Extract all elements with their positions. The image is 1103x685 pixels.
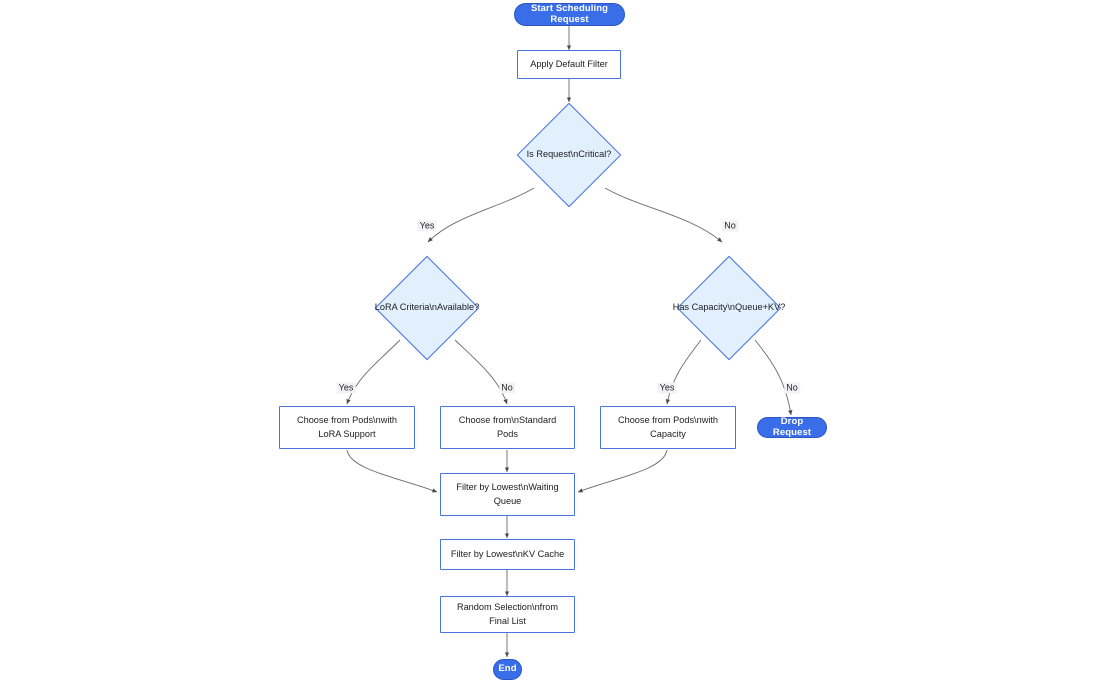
node-choose-standard-pods-line1: Choose from\nStandard bbox=[458, 415, 557, 426]
node-end[interactable]: End bbox=[493, 659, 522, 680]
node-filter-waiting-queue[interactable]: Filter by Lowest\nWaiting Queue bbox=[440, 473, 575, 516]
edge-label-critical-no: No bbox=[722, 220, 738, 232]
node-choose-pods-lora[interactable]: Choose from Pods\nwith LoRA Support bbox=[279, 406, 415, 449]
node-is-request-critical-label: Is Request\nCritical? bbox=[526, 149, 612, 160]
edge-choose-capacity-to-filter-queue bbox=[577, 449, 668, 493]
node-drop-request[interactable]: Drop Request bbox=[757, 415, 827, 438]
edge-lora-no-to-standard bbox=[454, 339, 508, 405]
node-lora-criteria-available-label: LoRA Criteria\nAvailable? bbox=[374, 302, 480, 313]
edge-label-critical-yes: Yes bbox=[417, 220, 437, 232]
node-apply-default-filter[interactable]: Apply Default Filter bbox=[517, 50, 621, 79]
node-drop-request-label: Drop Request bbox=[772, 415, 812, 438]
node-filter-waiting-queue-line1: Filter by Lowest\nWaiting bbox=[456, 482, 559, 493]
node-lora-criteria-available[interactable]: LoRA Criteria\nAvailable? bbox=[374, 255, 480, 361]
node-random-selection-line1: Random Selection\nfrom bbox=[456, 602, 559, 613]
edge-choose-lora-to-filter-queue bbox=[346, 449, 438, 493]
node-choose-standard-pods[interactable]: Choose from\nStandard Pods bbox=[440, 406, 575, 449]
edge-critical-yes-to-lora bbox=[427, 187, 535, 243]
node-filter-kv-cache[interactable]: Filter by Lowest\nKV Cache bbox=[440, 539, 575, 570]
edge-label-capacity-yes: Yes bbox=[657, 382, 677, 394]
node-random-selection-line2: Final List bbox=[489, 615, 526, 626]
edge-label-lora-no: No bbox=[499, 382, 515, 394]
node-start-label: Start Scheduling Request bbox=[530, 2, 609, 25]
edge-lora-yes-to-choose-lora bbox=[346, 339, 401, 405]
node-filter-kv-cache-label: Filter by Lowest\nKV Cache bbox=[450, 548, 565, 559]
node-choose-pods-capacity-line2: Capacity bbox=[650, 428, 686, 439]
node-end-label: End bbox=[498, 663, 517, 675]
edge-capacity-no-to-drop bbox=[754, 339, 793, 416]
node-random-selection[interactable]: Random Selection\nfrom Final List bbox=[440, 596, 575, 633]
node-has-capacity-label: Has Capacity\nQueue+KV? bbox=[672, 302, 786, 313]
edge-label-lora-yes: Yes bbox=[336, 382, 356, 394]
edge-critical-no-to-capacity bbox=[604, 187, 723, 243]
node-start[interactable]: Start Scheduling Request bbox=[514, 3, 625, 26]
node-choose-pods-lora-line2: LoRA Support bbox=[318, 428, 376, 439]
edge-capacity-yes-to-choose-capacity bbox=[665, 339, 702, 405]
node-has-capacity[interactable]: Has Capacity\nQueue+KV? bbox=[673, 255, 785, 361]
node-choose-pods-lora-line1: Choose from Pods\nwith bbox=[296, 415, 398, 426]
node-filter-waiting-queue-line2: Queue bbox=[493, 495, 522, 506]
node-apply-default-filter-label: Apply Default Filter bbox=[530, 58, 608, 69]
node-choose-pods-capacity[interactable]: Choose from Pods\nwith Capacity bbox=[600, 406, 736, 449]
node-choose-standard-pods-line2: Pods bbox=[497, 428, 518, 439]
node-choose-pods-capacity-line1: Choose from Pods\nwith bbox=[617, 415, 719, 426]
node-is-request-critical[interactable]: Is Request\nCritical? bbox=[516, 102, 622, 208]
edge-label-capacity-no: No bbox=[784, 382, 800, 394]
